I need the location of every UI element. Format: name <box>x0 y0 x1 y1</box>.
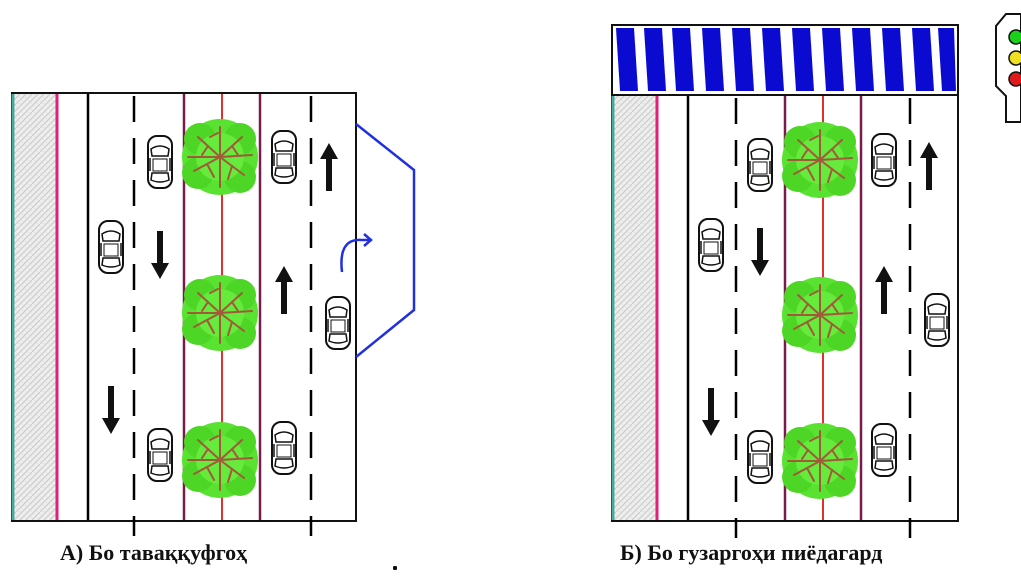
parking-bay-outline <box>355 123 416 358</box>
crosswalk-stripes <box>616 28 956 91</box>
car-icon <box>147 428 173 482</box>
car-icon <box>747 430 773 484</box>
tree-icon <box>781 422 859 500</box>
car-icon <box>147 135 173 189</box>
caption-a: А) Бо таваққуфгоҳ <box>60 540 248 565</box>
car-icon <box>747 138 773 192</box>
car-icon <box>924 293 950 347</box>
tree-icon <box>181 274 259 352</box>
sidewalk-a <box>13 94 57 520</box>
car-icon <box>871 423 897 477</box>
car-icon <box>871 133 897 187</box>
car-icon <box>271 130 297 184</box>
tree-icon <box>781 276 859 354</box>
tree-icon <box>781 121 859 199</box>
tree-icon <box>181 421 259 499</box>
tree-icon <box>181 118 259 196</box>
u-turn-arrow-icon <box>340 238 363 273</box>
car-icon <box>98 220 124 274</box>
car-icon <box>698 218 724 272</box>
car-icon <box>271 421 297 475</box>
sidewalk-b <box>613 96 657 520</box>
diagram-a <box>11 92 416 538</box>
car-icon <box>325 296 351 350</box>
traffic-light-icon <box>995 13 1021 123</box>
caption-b: Б) Бо гузаргоҳи пиёдагард <box>620 540 883 565</box>
stray-dot <box>393 566 397 570</box>
diagram-b <box>611 13 1021 540</box>
